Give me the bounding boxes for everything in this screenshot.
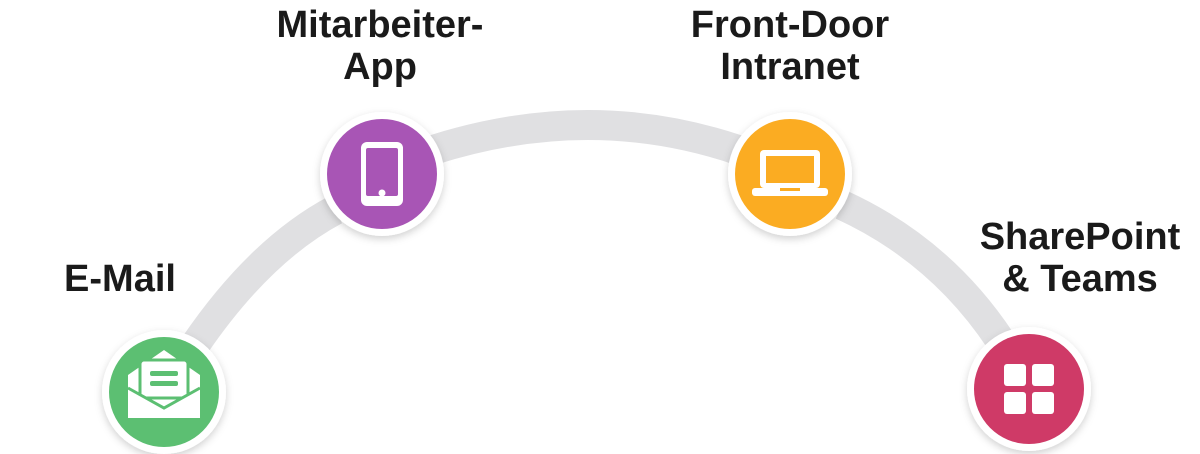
connector-arc bbox=[182, 110, 1013, 354]
node-label-line: Intranet bbox=[720, 46, 860, 88]
node-sp-circle bbox=[974, 334, 1084, 444]
node-label-line: Mitarbeiter- bbox=[276, 4, 484, 46]
grid-tiles-icon bbox=[1004, 364, 1054, 414]
smartphone-icon bbox=[361, 142, 403, 206]
node-label-app: Mitarbeiter- App bbox=[250, 4, 510, 88]
node-app bbox=[320, 112, 444, 236]
node-sp bbox=[967, 327, 1091, 451]
node-label-line: App bbox=[343, 46, 417, 88]
node-label-intranet: Front-Door Intranet bbox=[665, 4, 915, 88]
node-label-line: E-Mail bbox=[64, 258, 176, 300]
node-intranet bbox=[728, 112, 852, 236]
laptop-icon bbox=[752, 150, 828, 196]
open-envelope-icon bbox=[127, 350, 201, 418]
node-label-line: & Teams bbox=[1002, 258, 1158, 300]
arc-segment-intranet-sp bbox=[835, 191, 1013, 349]
arc-segment-app-intranet bbox=[428, 110, 743, 165]
node-label-line: SharePoint bbox=[979, 216, 1181, 258]
node-email bbox=[102, 330, 226, 454]
arc-segment-email-app bbox=[182, 196, 343, 354]
node-label-line: Front-Door bbox=[690, 4, 890, 46]
node-label-email: E-Mail bbox=[40, 258, 200, 300]
node-label-sp: SharePoint & Teams bbox=[960, 216, 1200, 300]
